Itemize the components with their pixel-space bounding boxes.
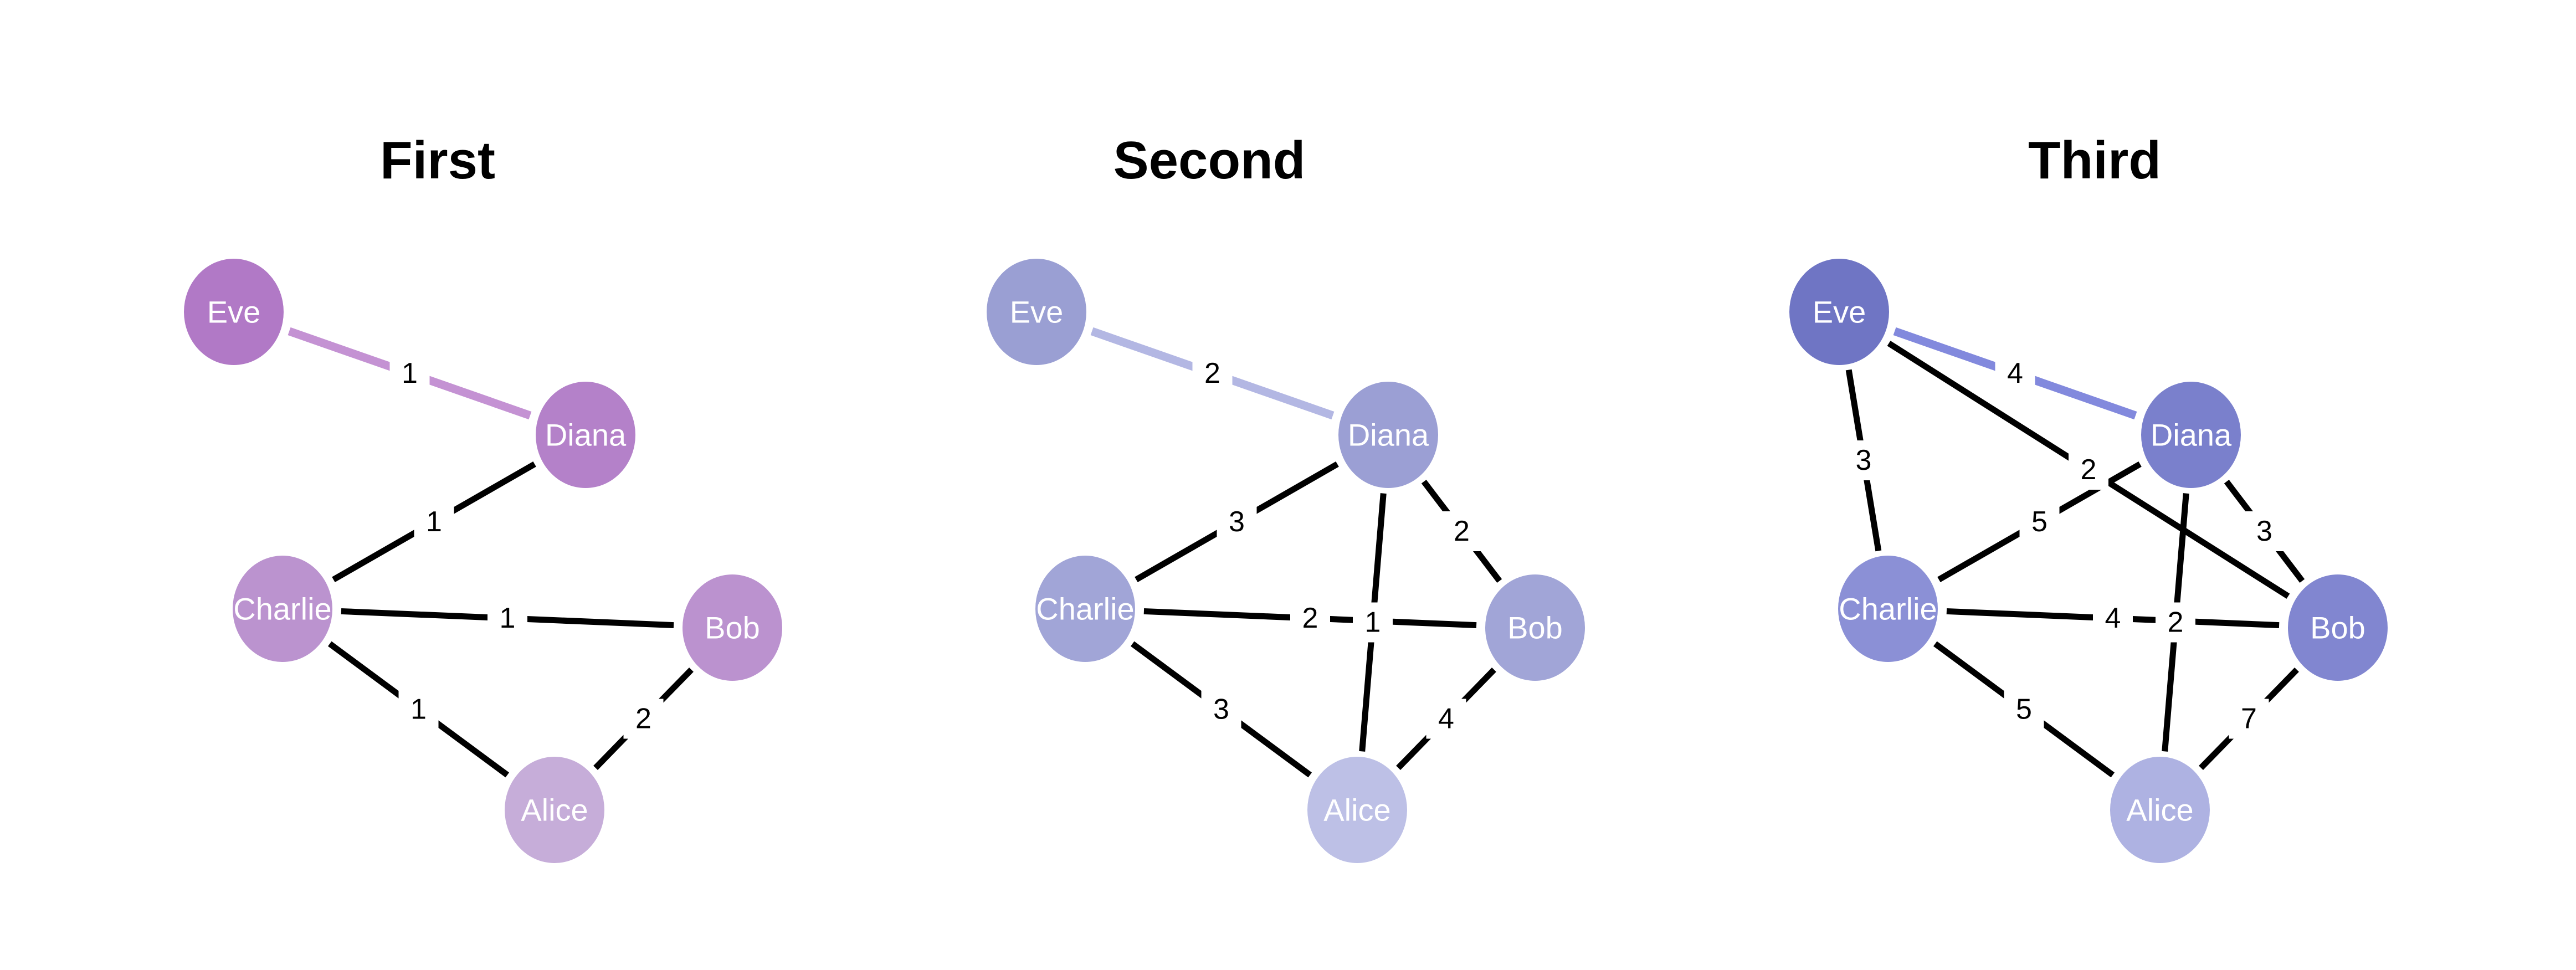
graph-node: [683, 574, 782, 681]
edge-label-backdrop: [1201, 689, 1241, 730]
edge-weight-label: 1: [402, 357, 418, 389]
edge-weight-label: 2: [1454, 515, 1470, 547]
node-label: Eve: [1813, 295, 1866, 330]
edge-weight-label: 1: [426, 506, 442, 538]
edge-label-backdrop: [1353, 602, 1393, 643]
graph-node: [505, 757, 604, 863]
edge-label-backdrop: [2156, 602, 2195, 643]
graph-node: [1338, 382, 1438, 488]
node-label: Bob: [705, 610, 760, 645]
node-label: Alice: [521, 793, 588, 828]
graph-node: [2288, 574, 2388, 681]
edge-weight-label: 7: [2241, 703, 2257, 735]
edge-weight-label: 2: [635, 703, 651, 735]
node-label: Charlie: [1036, 592, 1134, 627]
node-label: Diana: [545, 418, 627, 453]
panel-title: Third: [2028, 131, 2161, 190]
node-label: Charlie: [1839, 592, 1937, 627]
node-label: Bob: [2310, 610, 2365, 645]
panel-title: First: [380, 131, 495, 190]
edge-label-backdrop: [2019, 502, 2060, 542]
node-label: Bob: [1507, 610, 1563, 645]
edge-weight-label: 1: [500, 602, 516, 634]
graph-node: [184, 259, 284, 365]
edge-label-backdrop: [488, 598, 527, 638]
edge-label-backdrop: [2229, 699, 2269, 739]
node-label: Charlie: [233, 592, 331, 627]
edge-weight-label: 5: [2031, 506, 2048, 538]
edge-label-backdrop: [389, 353, 430, 393]
edge-label-backdrop: [2004, 689, 2044, 730]
graph-node: [536, 382, 635, 488]
graph-node: [1838, 556, 1938, 662]
edge-weight-label: 4: [2105, 602, 2121, 634]
edge-weight-label: 2: [2168, 607, 2184, 639]
edge-weight-label: 3: [1229, 506, 1245, 538]
node-label: Diana: [1348, 418, 1429, 453]
edge-weight-label: 1: [410, 694, 427, 726]
graph-node: [2141, 382, 2241, 488]
panel-title: Second: [1113, 131, 1306, 190]
edge-label-backdrop: [1441, 511, 1482, 551]
edge-weight-label: 2: [2081, 454, 2097, 486]
edge-weight-label: 1: [1365, 607, 1381, 639]
edge-weight-label: 4: [1438, 703, 1454, 735]
edge-weight-label: 3: [1213, 694, 1229, 726]
node-label: Diana: [2151, 418, 2232, 453]
graph-node: [987, 259, 1086, 365]
graph-node: [1789, 259, 1889, 365]
edge-label-backdrop: [1844, 440, 1884, 480]
graph-node: [1307, 757, 1407, 863]
edge-label-backdrop: [1192, 353, 1233, 393]
edge-label-backdrop: [1217, 502, 1257, 542]
graph-node: [2110, 757, 2210, 863]
edge-label-backdrop: [398, 689, 439, 730]
edge-label-backdrop: [1290, 598, 1330, 638]
edge-label-backdrop: [2244, 511, 2285, 551]
edge-weight-label: 3: [1856, 444, 1872, 476]
graph-node: [1035, 556, 1135, 662]
node-label: Alice: [2126, 793, 2193, 828]
edge-weight-label: 2: [1302, 602, 1318, 634]
node-label: Eve: [1010, 295, 1064, 330]
graph-node: [1485, 574, 1585, 681]
edge-weight-label: 4: [2007, 357, 2023, 389]
edge-weight-label: 2: [1204, 357, 1220, 389]
node-label: Alice: [1323, 793, 1390, 828]
edge-label-backdrop: [623, 699, 664, 739]
edge-label-backdrop: [414, 502, 454, 542]
edge-label-backdrop: [1426, 699, 1466, 739]
edge-label-backdrop: [1995, 353, 2035, 393]
graph-node: [233, 556, 332, 662]
edge-label-backdrop: [2093, 598, 2133, 638]
node-label: Eve: [207, 295, 261, 330]
edge-weight-label: 5: [2016, 694, 2032, 726]
edge-label-backdrop: [2069, 450, 2108, 490]
edge-weight-label: 3: [2256, 515, 2272, 547]
